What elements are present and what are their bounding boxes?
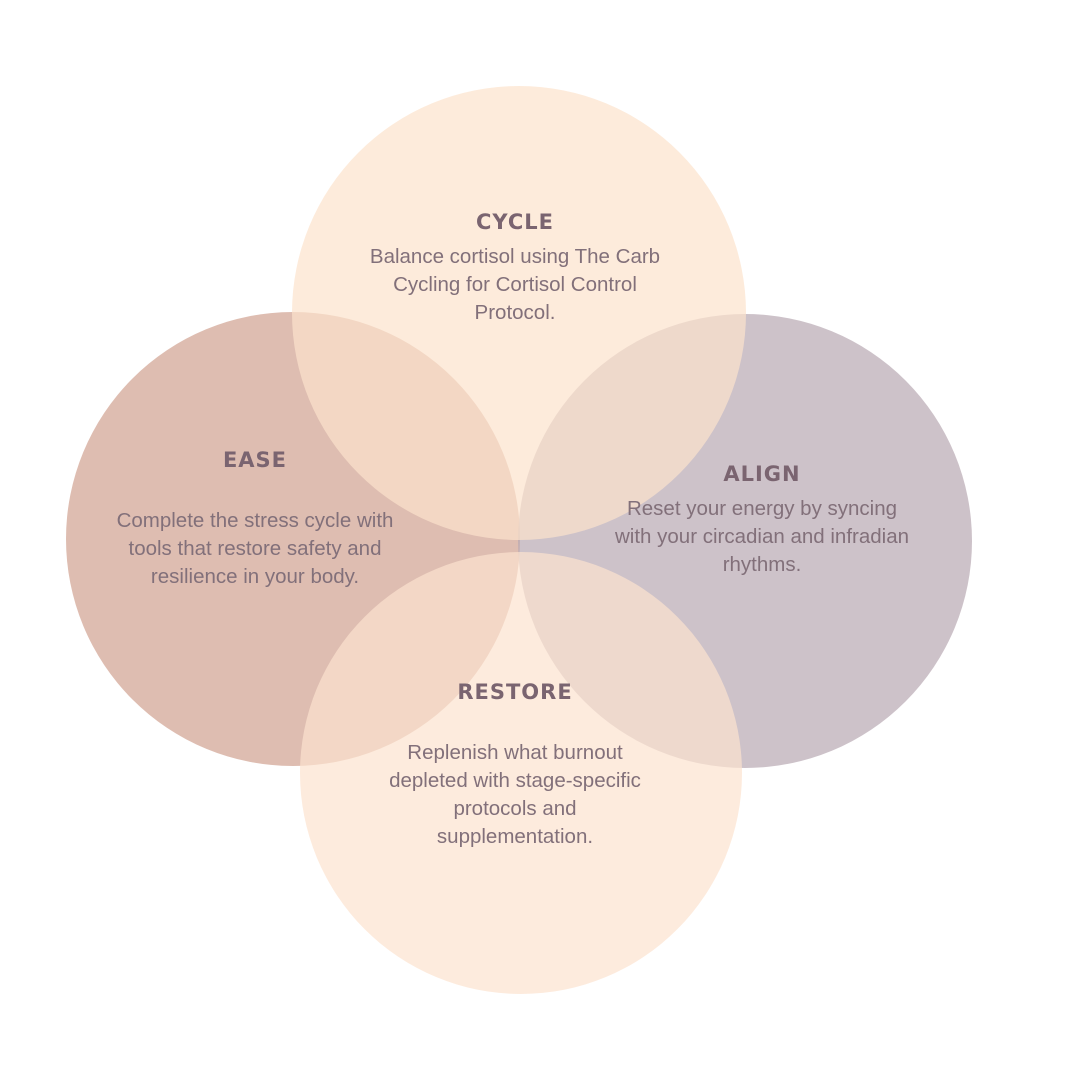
cycle-title: CYCLE xyxy=(475,210,554,234)
label-ease: EASE Complete the stress cycle with tool… xyxy=(95,448,415,591)
label-align: ALIGN Reset your energy by syncing with … xyxy=(612,462,912,579)
label-cycle: CYCLE Balance cortisol using The Carb Cy… xyxy=(365,210,665,327)
align-title: ALIGN xyxy=(723,462,801,486)
ease-title: EASE xyxy=(222,448,288,472)
label-restore: RESTORE Replenish what burnout depleted … xyxy=(380,680,650,851)
restore-title: RESTORE xyxy=(457,680,573,704)
align-description: Reset your energy by syncing with your c… xyxy=(615,497,909,577)
circle-restore xyxy=(300,552,742,994)
ease-description: Complete the stress cycle with tools tha… xyxy=(116,509,394,589)
circle-cycle xyxy=(292,86,746,540)
cycle-description: Balance cortisol using The Carb Cycling … xyxy=(369,245,661,325)
restore-description: Replenish what burnout depleted with sta… xyxy=(389,741,641,849)
